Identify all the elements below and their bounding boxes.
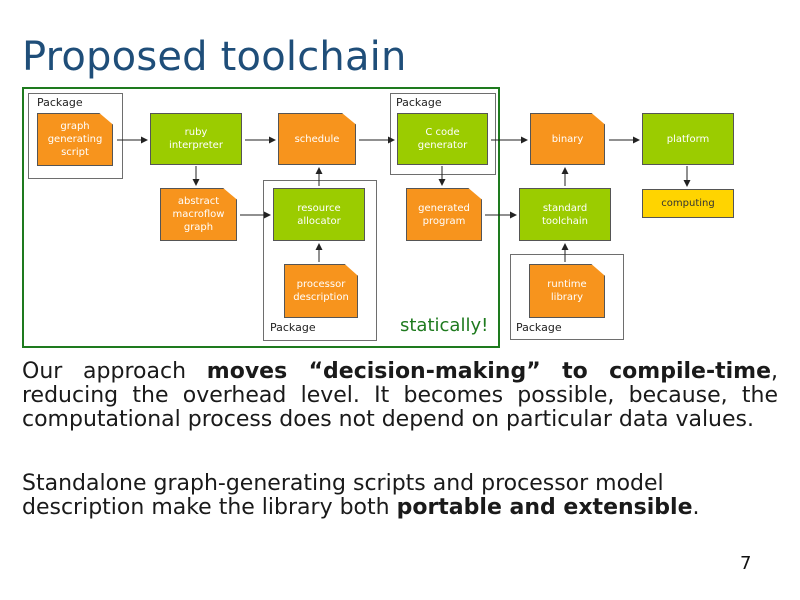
node-processor-description: processor description	[284, 264, 358, 318]
package-label: Package	[37, 96, 83, 109]
package-label: Package	[516, 321, 562, 334]
node-generated-program: generated program	[406, 188, 482, 241]
node-resource-allocator: resource allocator	[273, 188, 365, 241]
slide-title: Proposed toolchain	[22, 34, 407, 80]
package-label: Package	[396, 96, 442, 109]
node-abstract-macroflow-graph: abstract macroflow graph	[160, 188, 237, 241]
p1-emphasis: moves “decision-making” to compile-time	[206, 359, 771, 384]
node-ruby-interpreter: ruby interpreter	[150, 113, 242, 165]
node-binary: binary	[530, 113, 605, 165]
static-region-box	[22, 87, 500, 348]
package-resource	[263, 180, 377, 341]
package-runtime	[510, 254, 624, 340]
node-computing: computing	[642, 189, 734, 218]
p1-text-rest: , reducing the overhead level. It become…	[22, 359, 778, 432]
node-schedule: schedule	[278, 113, 356, 165]
node-c-code-generator: C code generator	[397, 113, 488, 165]
package-ccode	[390, 93, 496, 175]
paragraph-standalone: Standalone graph-generating scripts and …	[22, 472, 762, 520]
p1-text: Our approach	[22, 359, 207, 384]
p2-text-rest: .	[692, 495, 700, 520]
p2-emphasis: portable and extensible	[396, 495, 693, 520]
package-graph-script	[28, 93, 123, 179]
statically-label: statically!	[400, 315, 489, 336]
page-number: 7	[740, 553, 752, 574]
node-graph-generating-script: graph generating script	[37, 113, 113, 166]
node-platform: platform	[642, 113, 734, 165]
node-runtime-library: runtime library	[529, 264, 605, 318]
p2-text: Standalone graph-generating scripts and …	[22, 471, 664, 520]
package-label: Package	[270, 321, 316, 334]
node-standard-toolchain: standard toolchain	[519, 188, 611, 241]
paragraph-approach: Our approach moves “decision-making” to …	[22, 360, 778, 432]
